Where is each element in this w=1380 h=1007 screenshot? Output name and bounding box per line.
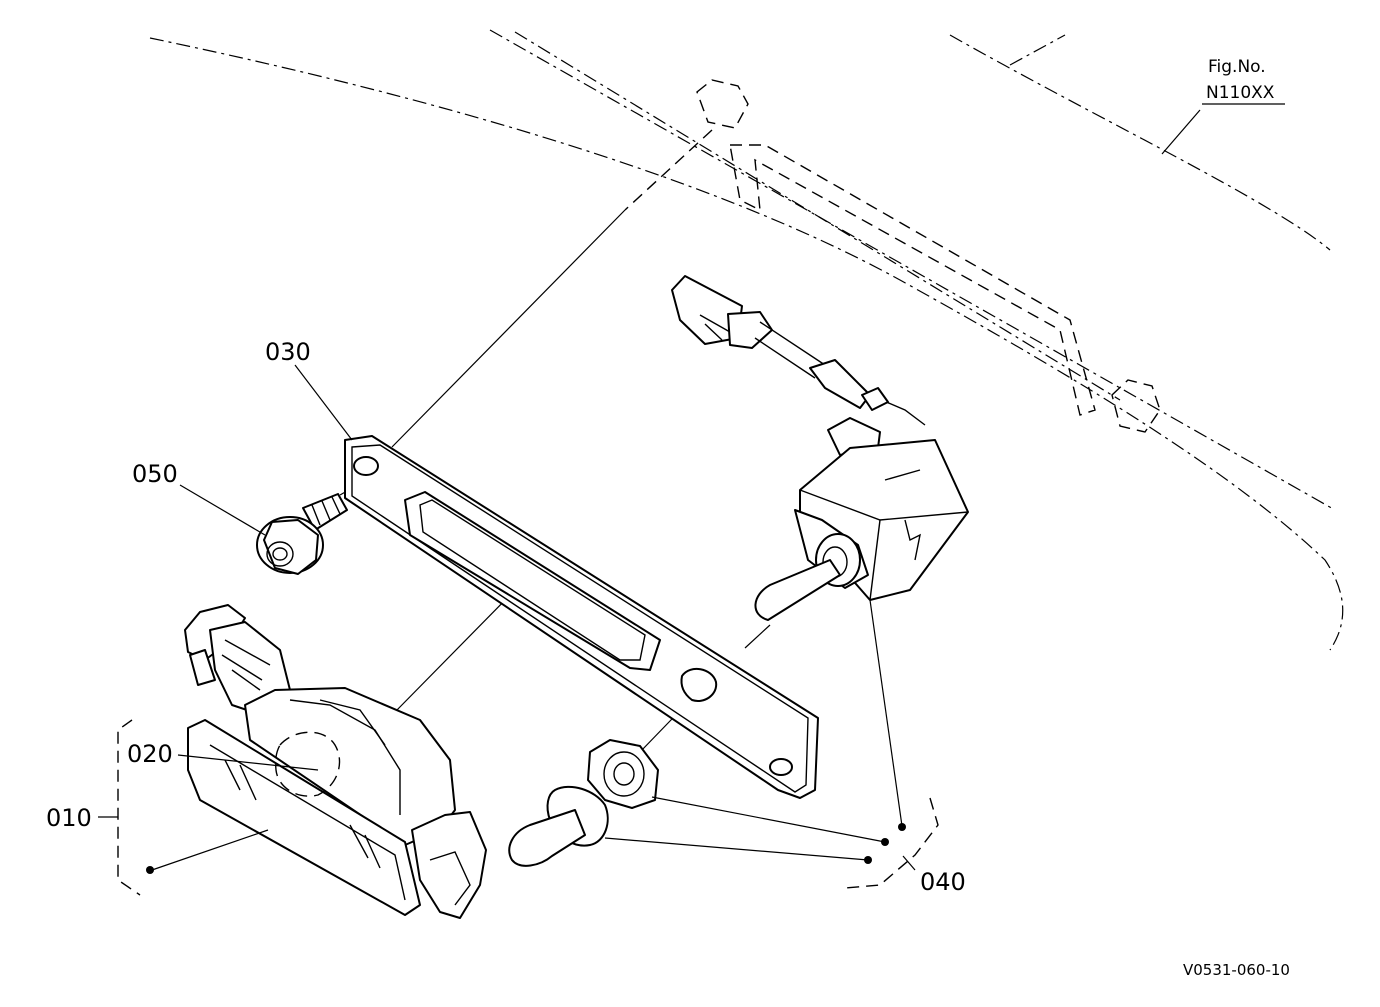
callout-050: 050 xyxy=(132,460,178,488)
fig-no-label: Fig.No. xyxy=(1208,57,1266,77)
callout-040: 040 xyxy=(920,868,966,896)
callout-010: 010 xyxy=(46,804,92,832)
drawing-reference: V0531-060-10 xyxy=(1183,961,1290,979)
toggle-switch-assembly xyxy=(671,275,969,621)
flange-bolt xyxy=(256,493,348,575)
callout-020: 020 xyxy=(127,740,173,768)
panel-plate xyxy=(344,435,819,799)
fig-no-value: N110XX xyxy=(1206,83,1275,103)
callout-leaders xyxy=(98,103,1285,896)
toggle-lever-nut xyxy=(508,739,659,867)
body-outline xyxy=(149,29,1344,651)
lamp-assembly xyxy=(184,604,487,919)
callout-030: 030 xyxy=(265,338,311,366)
